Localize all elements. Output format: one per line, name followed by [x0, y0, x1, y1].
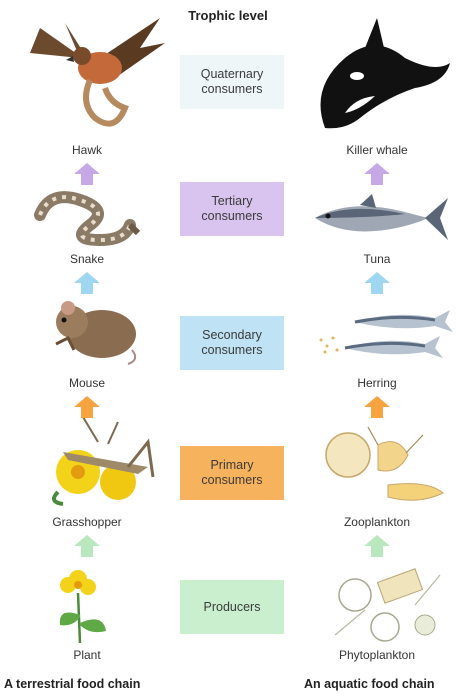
grasshopper-illustration: [38, 412, 158, 507]
organism-label-grasshopper: Grasshopper: [27, 515, 147, 529]
up-arrow-icon: [364, 535, 390, 557]
up-arrow-icon: [74, 396, 100, 418]
snake-illustration: [30, 185, 140, 250]
up-arrow-icon: [364, 396, 390, 418]
phytoplankton-illustration: [325, 555, 445, 645]
up-arrow-icon: [364, 163, 390, 185]
organism-label-tuna: Tuna: [317, 252, 437, 266]
level-box-primary: Primary consumers: [180, 446, 284, 500]
level-box-producers: Producers: [180, 580, 284, 634]
organism-label-killer-whale: Killer whale: [317, 143, 437, 157]
killer-whale-illustration: [305, 18, 455, 133]
level-box-tertiary: Tertiary consumers: [180, 182, 284, 236]
up-arrow-icon: [74, 535, 100, 557]
level-box-quaternary: Quaternary consumers: [180, 55, 284, 109]
herring-illustration: [315, 300, 455, 365]
level-box-secondary: Secondary consumers: [180, 316, 284, 370]
hawk-illustration: [20, 8, 170, 138]
organism-label-zooplankton: Zooplankton: [317, 515, 437, 529]
plant-illustration: [48, 565, 118, 645]
zooplankton-illustration: [318, 425, 448, 510]
organism-label-hawk: Hawk: [27, 143, 147, 157]
tuna-illustration: [310, 190, 450, 250]
up-arrow-icon: [74, 272, 100, 294]
up-arrow-icon: [364, 272, 390, 294]
up-arrow-icon: [74, 163, 100, 185]
organism-label-snake: Snake: [27, 252, 147, 266]
organism-label-mouse: Mouse: [27, 376, 147, 390]
terrestrial-chain-heading: A terrestrial food chain: [4, 677, 140, 691]
organism-label-plant: Plant: [27, 648, 147, 662]
mouse-illustration: [42, 292, 142, 367]
organism-label-phytoplankton: Phytoplankton: [317, 648, 437, 662]
organism-label-herring: Herring: [317, 376, 437, 390]
aquatic-chain-heading: An aquatic food chain: [304, 677, 435, 691]
